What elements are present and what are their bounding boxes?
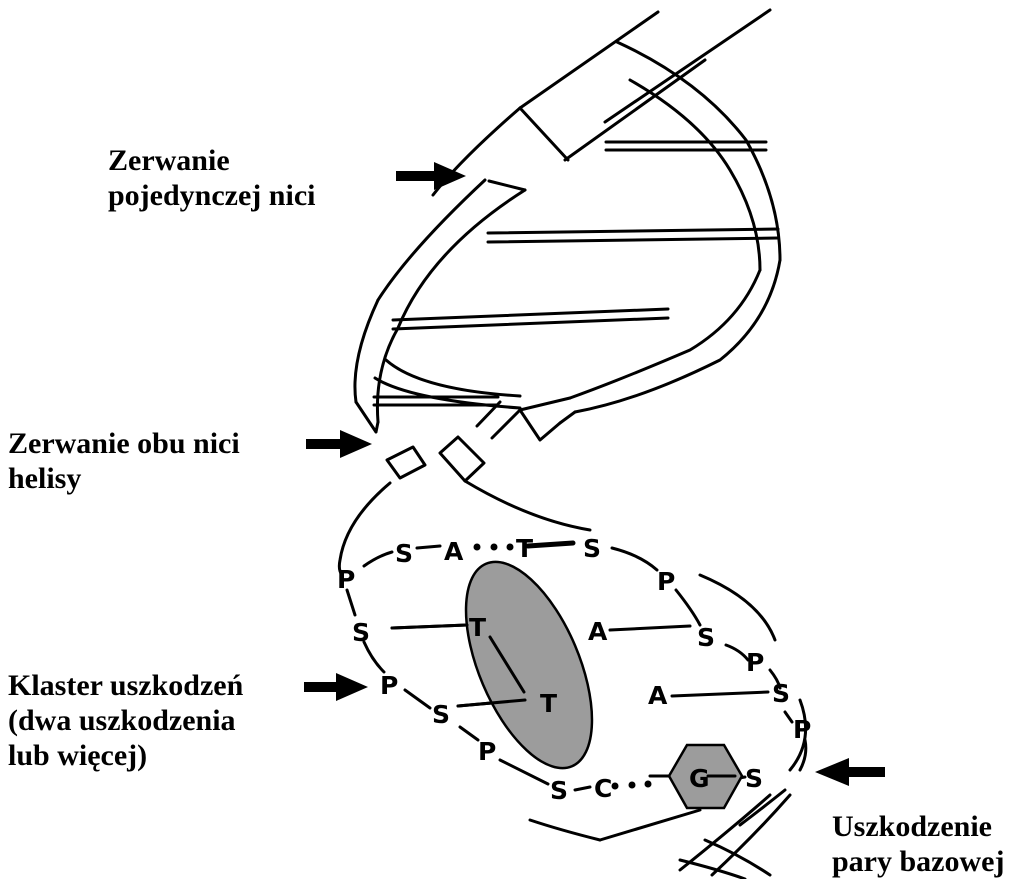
letter-s6: S (432, 700, 450, 729)
cluster-damage-label-line2: (dwa uszkodzenia (8, 703, 243, 738)
letter-s4: S (697, 623, 715, 652)
letter-p1: P (337, 565, 355, 594)
cluster-damage-label-line3: lub więcej) (8, 738, 243, 773)
cluster-damage-label: Klaster uszkodzeń (dwa uszkodzenia lub w… (8, 668, 243, 773)
letter-p6: P (478, 737, 496, 766)
double-strand-arrow (306, 430, 372, 458)
letter-t2: T (469, 613, 486, 642)
base-damage-arrow (815, 758, 885, 786)
double-strand-break-label-line1: Zerwanie obu nici (8, 426, 240, 461)
base-pair-damage-label-line2: pary bazowej (832, 844, 1004, 879)
letter-s1: S (395, 539, 413, 568)
letter-a2: A (588, 617, 608, 646)
letter-a3: A (648, 681, 668, 710)
letter-t3: T (540, 689, 557, 718)
letter-p5: P (793, 715, 811, 744)
letter-t1: T (516, 534, 533, 563)
letter-s7: S (550, 776, 568, 805)
helix-ribbon-a (355, 10, 770, 432)
t-s-bond (528, 543, 573, 546)
single-strand-break-label: Zerwanie pojedynczej nici (108, 143, 315, 213)
letter-c1: C (594, 774, 612, 803)
letter-p3: P (746, 648, 764, 677)
double-strand-break-label-line2: helisy (8, 461, 240, 496)
letter-a1: A (444, 537, 464, 566)
double-strand-break-label: Zerwanie obu nici helisy (8, 426, 240, 496)
letter-p2: P (657, 567, 675, 596)
cluster-arrow (304, 673, 368, 701)
base-pair-damage-label-line1: Uszkodzenie (832, 809, 1004, 844)
letter-p4: P (380, 671, 398, 700)
single-strand-break-label-line2: pojedynczej nici (108, 178, 315, 213)
letter-s8: S (745, 764, 763, 793)
letter-g1: G (689, 764, 710, 793)
letter-s2: S (583, 534, 601, 563)
cluster-damage-label-line1: Klaster uszkodzeń (8, 668, 243, 703)
double-strand-break (387, 402, 520, 481)
single-strand-break-label-line1: Zerwanie (108, 143, 315, 178)
single-strand-arrow (396, 162, 466, 190)
letter-s5: S (772, 679, 790, 708)
cluster-damage-ellipse (440, 544, 618, 786)
base-pair-damage-label: Uszkodzenie pary bazowej (832, 809, 1004, 879)
letter-s3: S (352, 618, 370, 647)
